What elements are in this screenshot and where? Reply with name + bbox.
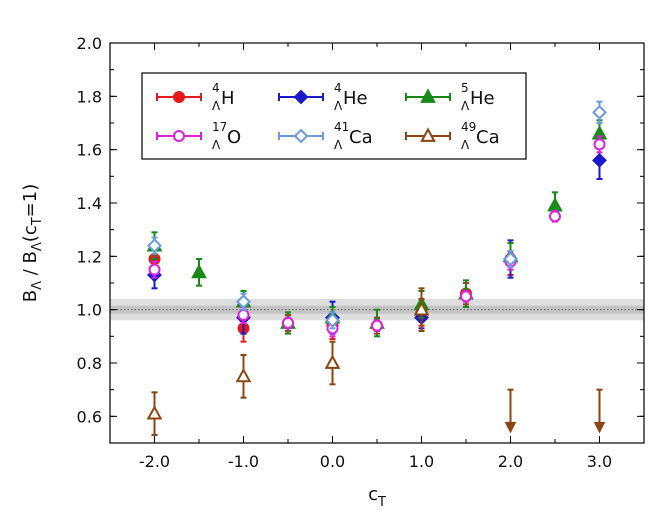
legend-element: O xyxy=(227,127,241,148)
legend-mass: 4 xyxy=(212,81,220,95)
x-tick-label: -2.0 xyxy=(139,452,170,471)
legend-marker xyxy=(173,91,185,103)
legend-element: Ca xyxy=(349,127,373,148)
legend-lambda: Λ xyxy=(461,138,470,152)
y-tick-label: 1.0 xyxy=(77,301,102,320)
x-axis-label: cT xyxy=(368,484,386,510)
y-tick-label: 1.4 xyxy=(77,194,102,213)
data-point xyxy=(147,238,162,254)
data-point xyxy=(549,210,561,223)
legend-element: H xyxy=(221,88,235,109)
legend-marker xyxy=(420,127,436,142)
data-point xyxy=(235,367,252,383)
x-tick-label: 2.0 xyxy=(498,452,523,471)
legend-element: He xyxy=(470,88,495,109)
upper-limit-arrowhead xyxy=(504,421,517,434)
y-tick-label: 2.0 xyxy=(77,34,102,53)
data-point xyxy=(148,263,161,276)
legend-marker xyxy=(173,130,185,142)
data-point xyxy=(460,290,472,303)
data-point xyxy=(592,104,607,120)
series-ca41 xyxy=(147,100,607,330)
data-point xyxy=(191,263,207,279)
data-point xyxy=(236,294,251,310)
legend-item-ca41: 41Λ Ca xyxy=(278,120,373,152)
legend-lambda: Λ xyxy=(334,138,343,152)
x-tick-label: 1.0 xyxy=(409,452,434,471)
data-point xyxy=(592,152,607,168)
x-tick-label: -1.0 xyxy=(228,452,259,471)
data-point xyxy=(146,405,163,420)
legend-mass: 5 xyxy=(461,81,469,95)
legend-lambda: Λ xyxy=(212,138,221,152)
legend-mass: 4 xyxy=(334,81,342,95)
data-point xyxy=(324,354,341,369)
legend-element: He xyxy=(343,88,368,109)
data-layer xyxy=(146,100,608,436)
legend-marker xyxy=(420,88,436,103)
data-point xyxy=(237,309,250,321)
x-tick-label: 0.0 xyxy=(320,452,345,471)
legend-mass: 41 xyxy=(334,120,349,134)
y-axis-label: BΛ / BΛ(cT=1) xyxy=(20,184,45,302)
data-point xyxy=(282,317,294,329)
series-ca49 xyxy=(146,287,606,436)
data-point xyxy=(547,197,563,212)
data-point xyxy=(325,312,340,328)
legend-lambda: Λ xyxy=(334,99,343,113)
legend-marker xyxy=(293,128,309,144)
x-tick-label: 3.0 xyxy=(587,452,612,471)
legend-box xyxy=(141,72,527,160)
legend-item-ca49: 49Λ Ca xyxy=(405,120,500,152)
y-tick-label: 0.6 xyxy=(77,407,102,426)
legend-lambda: Λ xyxy=(461,99,470,113)
upper-limit-arrowhead xyxy=(593,421,606,434)
data-point xyxy=(413,301,430,316)
legend-lambda: Λ xyxy=(212,99,221,113)
legend-mass: 17 xyxy=(212,120,227,134)
tick-layer: -2.0 -1.0 0.0 1.0 2.0 3.0 0.6 0.8 1.0 1.2 1.4 1.6 1.… xyxy=(77,34,645,471)
y-tick-label: 1.2 xyxy=(77,247,102,266)
y-tick-label: 1.6 xyxy=(77,141,102,160)
data-point xyxy=(593,138,606,151)
y-tick-label: 0.8 xyxy=(77,354,102,373)
data-point xyxy=(371,319,383,332)
y-tick-label: 1.8 xyxy=(77,87,102,106)
legend-marker xyxy=(293,89,309,105)
legend-mass: 49 xyxy=(461,120,476,134)
data-point xyxy=(503,251,518,267)
legend-element: Ca xyxy=(476,127,500,148)
